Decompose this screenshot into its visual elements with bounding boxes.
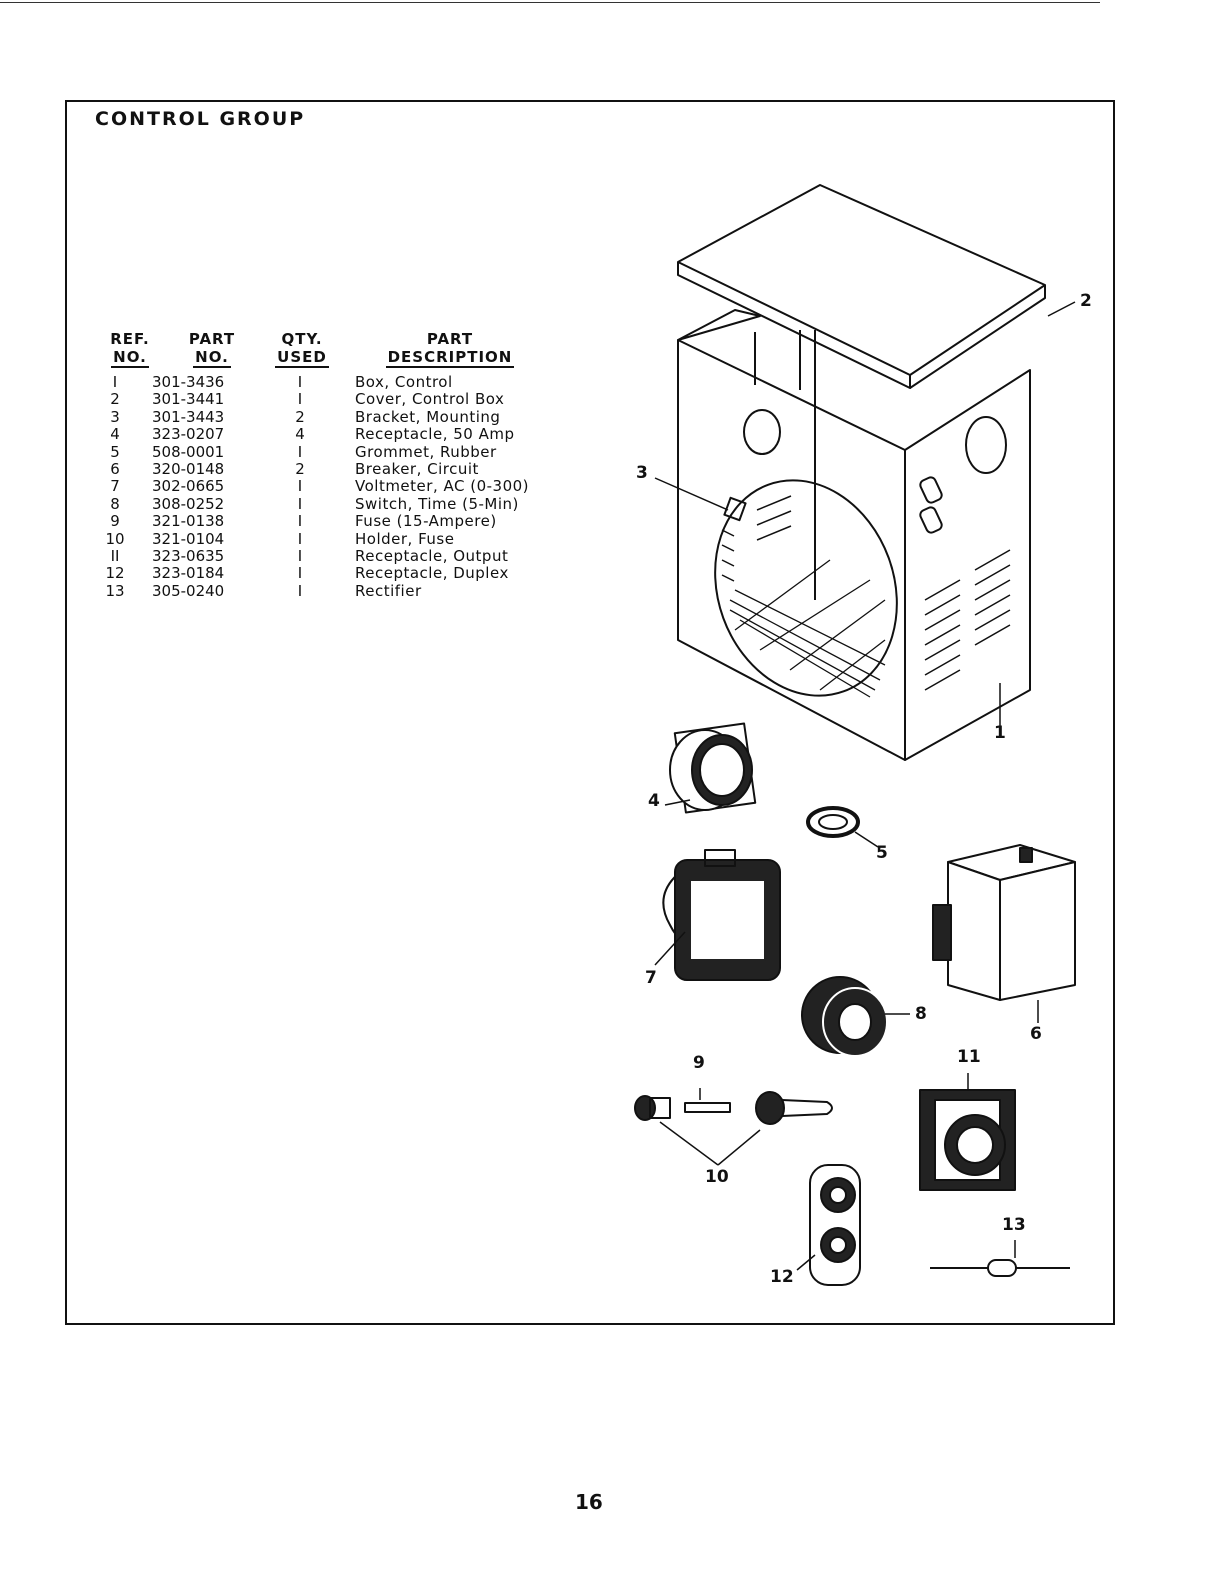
leader-lines	[654, 301, 1076, 1271]
header-description: PART DESCRIPTION	[380, 330, 520, 368]
callout-label: 13	[1002, 1215, 1026, 1235]
part-no: 302-0665	[152, 477, 225, 496]
receptacle-50amp-drawing	[669, 722, 757, 814]
ref-no: 5	[110, 442, 120, 461]
callout-label: 7	[645, 968, 657, 988]
qty-used: I	[297, 546, 303, 565]
page-title: CONTROL GROUP	[95, 108, 306, 130]
header-qty-line1: QTY.	[281, 330, 323, 348]
rectifier-drawing	[930, 1259, 1070, 1277]
qty-used: I	[297, 390, 303, 409]
callout-label: 12	[770, 1267, 794, 1287]
part-no: 308-0252	[152, 494, 225, 513]
part-description: Holder, Fuse	[355, 529, 455, 548]
ref-no: 7	[110, 477, 120, 496]
callout-label: 9	[693, 1053, 705, 1073]
qty-used: I	[297, 529, 303, 548]
callout-label: 10	[705, 1167, 729, 1187]
qty-used: I	[297, 512, 303, 531]
qty-used: I	[297, 442, 303, 461]
ref-no: I	[112, 373, 118, 391]
ref-no: 13	[105, 581, 125, 600]
callout-label: 3	[636, 463, 648, 483]
part-no: 323-0207	[152, 425, 225, 444]
qty-used: 4	[295, 425, 305, 444]
qty-used: I	[297, 494, 303, 513]
qty-used: 2	[295, 407, 305, 426]
part-description: Grommet, Rubber	[355, 442, 497, 461]
part-no: 320-0148	[152, 459, 225, 478]
part-description: Receptacle, 50 Amp	[355, 425, 515, 444]
page-number: 16	[575, 1490, 603, 1514]
part-no: 321-0104	[152, 529, 225, 548]
part-description: Fuse (15-Ampere)	[355, 512, 497, 531]
part-description: Receptacle, Output	[355, 546, 509, 565]
header-ref: REF. NO.	[105, 330, 155, 368]
callout-label: 11	[957, 1047, 981, 1067]
part-description: Receptacle, Duplex	[355, 564, 509, 583]
header-part-no: PART NO.	[182, 330, 242, 368]
ref-no: 12	[105, 564, 125, 583]
header-part-line2: NO.	[193, 348, 231, 368]
header-ref-line2: NO.	[111, 348, 149, 368]
callout-label: 4	[648, 791, 660, 811]
part-no: 305-0240	[152, 581, 225, 600]
header-part-line1: PART	[188, 330, 236, 348]
part-description: Cover, Control Box	[355, 390, 505, 409]
qty-used: I	[297, 373, 303, 391]
output-receptacle-drawing	[919, 1089, 1016, 1191]
qty-used: 2	[295, 459, 305, 478]
part-no: 301-3441	[152, 390, 225, 409]
part-no: 301-3443	[152, 407, 225, 426]
cover-drawing	[677, 184, 1046, 389]
part-description: Rectifier	[355, 581, 422, 600]
qty-used: I	[297, 581, 303, 600]
header-ref-line1: REF.	[110, 330, 150, 348]
part-description: Box, Control	[355, 373, 453, 391]
header-desc-line2: DESCRIPTION	[385, 348, 515, 368]
callout-label: 6	[1030, 1024, 1042, 1044]
callout-label: 1	[994, 723, 1006, 743]
ref-no: 10	[105, 529, 125, 548]
voltmeter-drawing	[662, 849, 781, 981]
header-qty-line2: USED	[275, 348, 329, 368]
part-no: 323-0184	[152, 564, 225, 583]
qty-used: I	[297, 564, 303, 583]
qty-used: I	[297, 477, 303, 496]
ref-no: 9	[110, 512, 120, 531]
part-no: 301-3436	[152, 373, 225, 391]
ref-no: 3	[110, 407, 120, 426]
diagram-frame	[65, 100, 1115, 1325]
part-no: 508-0001	[152, 442, 225, 461]
duplex-receptacle-drawing	[809, 1164, 861, 1286]
part-description: Breaker, Circuit	[355, 459, 479, 478]
header-qty: QTY. USED	[272, 330, 332, 368]
callout-label: 8	[915, 1004, 927, 1024]
part-description: Bracket, Mounting	[355, 407, 501, 426]
callout-label: 5	[876, 843, 888, 863]
ref-no: II	[110, 546, 120, 565]
part-description: Switch, Time (5-Min)	[355, 494, 519, 513]
ref-no: 6	[110, 459, 120, 478]
ref-no: 8	[110, 494, 120, 513]
top-rule	[0, 2, 1100, 3]
fuse-and-holder-drawing	[634, 1091, 833, 1125]
control-box-drawing	[677, 309, 1031, 761]
part-no: 323-0635	[152, 546, 225, 565]
bracket-drawing	[723, 496, 747, 522]
part-description: Voltmeter, AC (0-300)	[355, 477, 530, 496]
header-desc-line1: PART	[426, 330, 474, 348]
callout-label: 2	[1080, 291, 1092, 311]
ref-no: 4	[110, 425, 120, 444]
ref-no: 2	[110, 390, 120, 409]
part-no: 321-0138	[152, 512, 225, 531]
grommet-drawing	[806, 806, 860, 838]
time-switch-drawing	[801, 976, 888, 1057]
circuit-breaker-drawing	[932, 844, 1076, 1001]
